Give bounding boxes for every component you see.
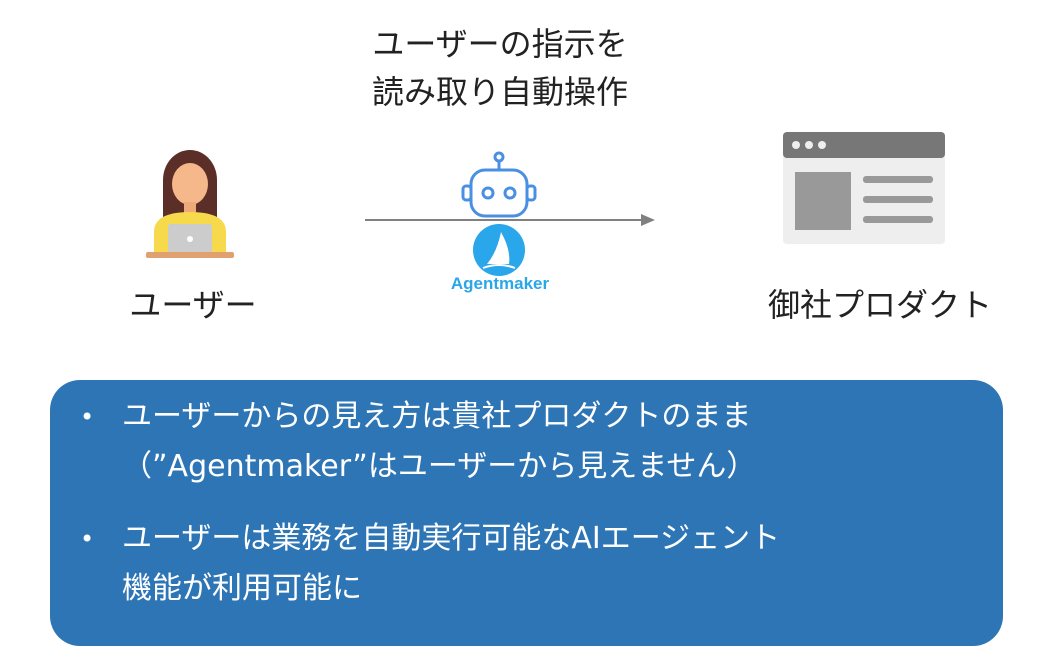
agentmaker-logo-text: Agentmaker [450,274,550,293]
robot-icon [461,151,537,218]
benefits-list: • ユーザーからの見え方は貴社プロダクトのまま （”Agentmaker”はユー… [80,392,973,636]
flow-arrow [365,214,655,226]
bullet-mark: • [80,525,95,553]
benefits-panel: • ユーザーからの見え方は貴社プロダクトのまま （”Agentmaker”はユー… [50,380,1003,646]
benefit-item-1: • ユーザーからの見え方は貴社プロダクトのまま （”Agentmaker”はユー… [80,392,973,492]
sail-logo-icon [473,224,525,276]
flow-caption: ユーザーの指示を 読み取り自動操作 [300,20,700,116]
browser-window-icon [783,132,945,244]
user-with-laptop-icon [146,150,234,258]
benefit-2-line-2: 機能が利用可能に [122,571,362,606]
benefit-1-line-1: ユーザーからの見え方は貴社プロダクトのまま [122,399,752,434]
benefit-2-line-1: ユーザーは業務を自動実行可能なAIエージェント [122,521,781,556]
caption-line-1: ユーザーの指示を [372,25,628,63]
benefit-item-2: • ユーザーは業務を自動実行可能なAIエージェント 機能が利用可能に [80,514,973,614]
user-label: ユーザー [129,286,257,324]
caption-line-2: 読み取り自動操作 [371,73,628,111]
product-label: 御社プロダクト [767,286,992,324]
benefit-1-line-2: （”Agentmaker”はユーザーから見えません） [122,449,757,484]
bullet-mark: • [80,403,95,431]
